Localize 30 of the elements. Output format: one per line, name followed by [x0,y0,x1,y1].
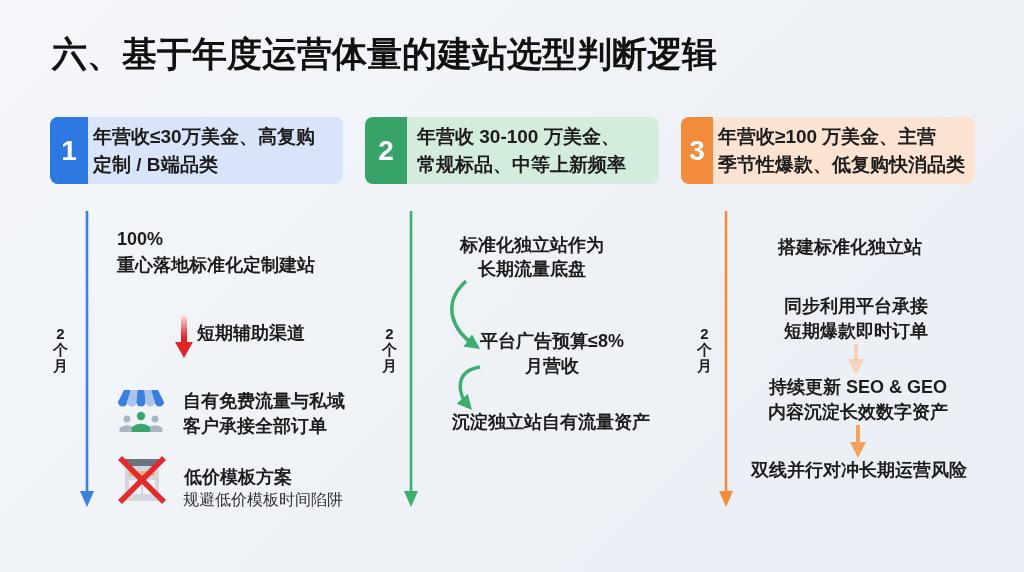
note-text: 规避低价模板时间陷阱 [183,490,343,510]
criteria-card [365,117,659,184]
duration-label: 2个月 [697,326,712,374]
duration-label: 2个月 [53,326,68,374]
card-text: 年营收≥100 万美金、主营季节性爆款、低复购快消品类 [717,124,965,177]
step-text: 沉淀独立站自有流量资产 [452,410,650,435]
arrow [848,344,864,375]
item-text: 自有免费流量与私域客户承接全部订单 [183,390,345,438]
step-text: 标准化独立站作为长期流量底盘 [460,233,604,281]
title: 六、基于年度运营体量的建站选型判断逻辑 [52,33,717,75]
step-text: 搭建标准化独立站 [778,236,922,259]
curved-arrow [450,279,480,350]
card-text: 年营收≤30万美金、高复购定制 / B端品类 [92,124,315,177]
step-text: 双线并行对冲长期运营风险 [751,458,967,483]
arrow [850,425,866,458]
item-text: 重心落地标准化定制建站 [117,254,315,277]
number-badge: 1 [50,117,88,184]
number-badge: 3 [681,117,713,184]
criteria-card [681,117,975,184]
step-text: 持续更新 SEO & GEO内容沉淀长效数字资产 [768,375,948,425]
step-text: 平台广告预算≤8%月营收 [480,329,624,379]
duration-label: 2个月 [382,326,397,374]
step-text: 同步利用平台承接短期爆款即时订单 [784,294,928,344]
card-text: 年营收 30-100 万美金、常规标品、中等上新频率 [416,124,626,177]
curved-arrow [456,365,481,411]
item-text: 低价模板方案 [184,466,292,489]
percentage-text: 100% [117,228,164,251]
criteria-card [50,117,343,184]
number-badge: 2 [365,117,407,184]
item-text: 短期辅助渠道 [197,322,305,345]
